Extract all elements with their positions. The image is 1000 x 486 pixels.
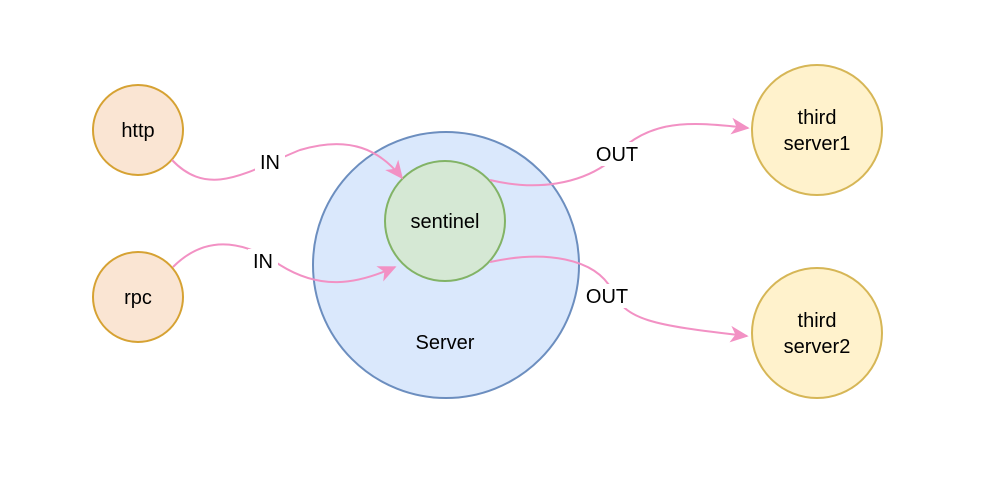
sentinel-label: sentinel xyxy=(411,211,480,233)
edge-http-in xyxy=(171,143,404,181)
third-server2-label-line1: third xyxy=(798,310,837,332)
rpc-node xyxy=(92,251,184,343)
edge-label-out-server2: OUT xyxy=(586,286,628,308)
edge-label-bg xyxy=(590,142,644,166)
third-server1-label-line1: third xyxy=(798,107,837,129)
third-server2-label-line2: server2 xyxy=(784,336,851,358)
edge-label-bg xyxy=(580,284,634,308)
edge-label-rpc-in: IN xyxy=(253,251,273,273)
http-label: http xyxy=(121,120,154,142)
edge-rpc-in xyxy=(172,243,397,284)
server-label: Server xyxy=(416,332,475,354)
rpc-label: rpc xyxy=(124,287,152,309)
edge-label-http-in: IN xyxy=(260,152,280,174)
edge-label-bg xyxy=(248,249,278,273)
sentinel-node xyxy=(384,160,506,282)
third-server1-label-line2: server1 xyxy=(784,133,851,155)
edge-label-bg xyxy=(255,150,285,174)
edge-label-out-server1: OUT xyxy=(596,144,638,166)
third-server2-node xyxy=(751,267,883,399)
http-node xyxy=(92,84,184,176)
third-server1-node xyxy=(751,64,883,196)
